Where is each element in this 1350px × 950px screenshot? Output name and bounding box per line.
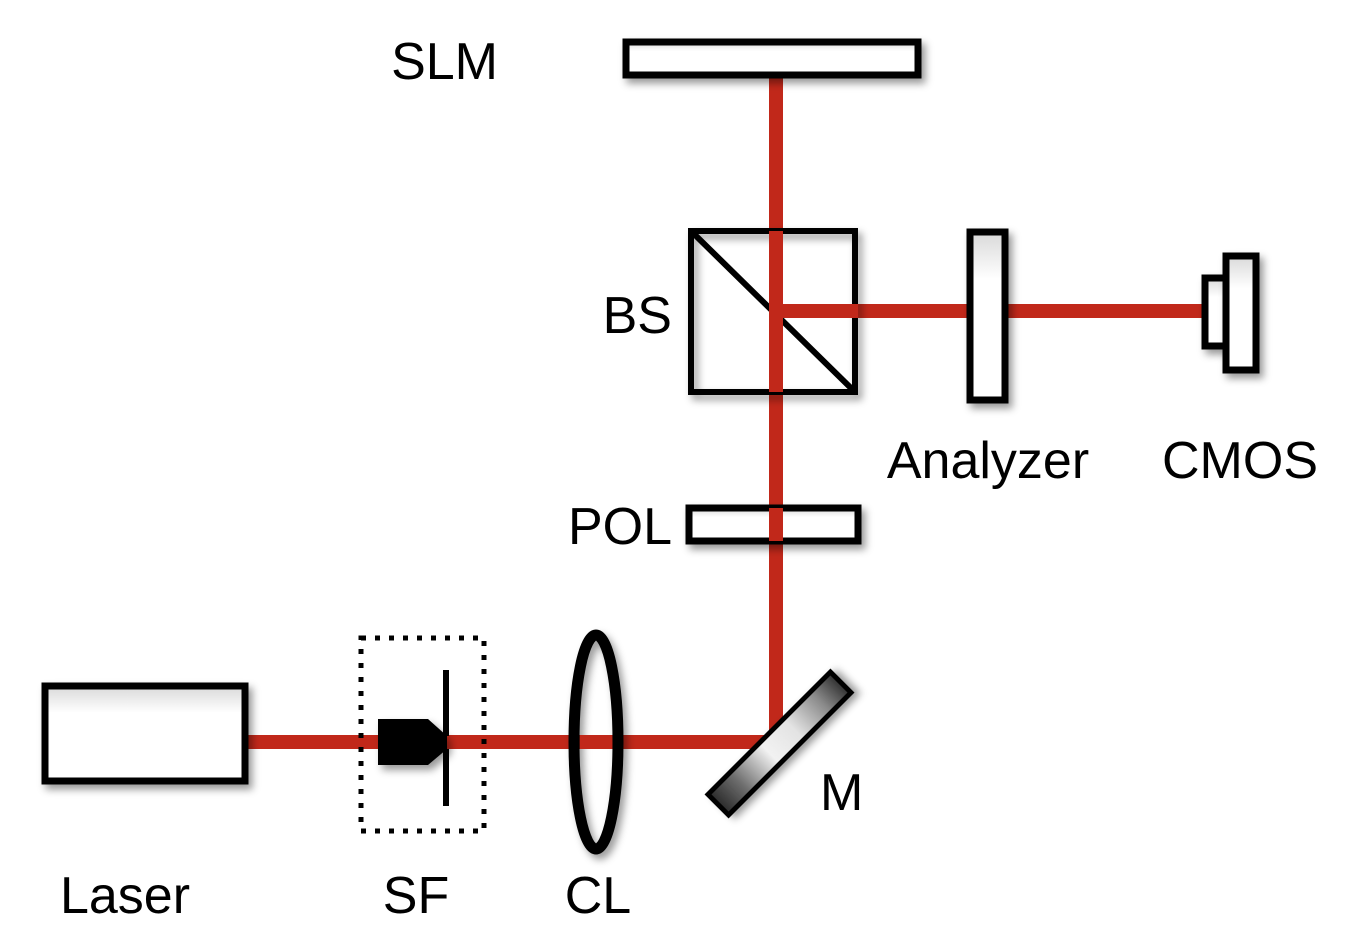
analyzer-component[interactable] bbox=[966, 228, 1009, 404]
beam-segment-laser-to-mirror bbox=[245, 735, 783, 749]
cl-label: CL bbox=[565, 867, 631, 925]
analyzer-label: Analyzer bbox=[887, 432, 1089, 490]
beam-path-group bbox=[245, 70, 1213, 749]
cmos-label: CMOS bbox=[1162, 432, 1318, 490]
beam-inside-cl bbox=[580, 735, 612, 749]
sf-label: SF bbox=[383, 867, 449, 925]
cmos-body[interactable] bbox=[1222, 252, 1260, 374]
laser-label: Laser bbox=[60, 867, 190, 925]
analyzer-plate[interactable] bbox=[966, 228, 1009, 404]
mirror-bar[interactable] bbox=[704, 668, 855, 819]
beam-inside-bs-branch bbox=[776, 304, 858, 318]
laser-component[interactable] bbox=[41, 682, 249, 785]
collimating-lens-component[interactable] bbox=[568, 629, 624, 855]
bs-label: BS bbox=[603, 287, 672, 345]
beam-segment-mirror-to-slm bbox=[769, 70, 783, 749]
slm-label: SLM bbox=[391, 33, 498, 91]
sf-dotted-boundary[interactable] bbox=[358, 635, 487, 834]
cl-lens-icon[interactable] bbox=[568, 629, 624, 855]
slm-component[interactable] bbox=[622, 38, 922, 79]
pol-label: POL bbox=[568, 498, 672, 556]
beam-inside-bs-group bbox=[769, 231, 858, 392]
sf-objective-icon bbox=[378, 719, 447, 765]
laser-body[interactable] bbox=[41, 682, 249, 785]
mirror-label: M bbox=[820, 764, 863, 822]
slm-panel[interactable] bbox=[622, 38, 922, 79]
spatial-filter-component[interactable] bbox=[358, 635, 487, 834]
cmos-component[interactable] bbox=[1201, 252, 1260, 374]
mirror-component[interactable] bbox=[704, 668, 855, 819]
beam-inside-pol bbox=[769, 508, 783, 541]
